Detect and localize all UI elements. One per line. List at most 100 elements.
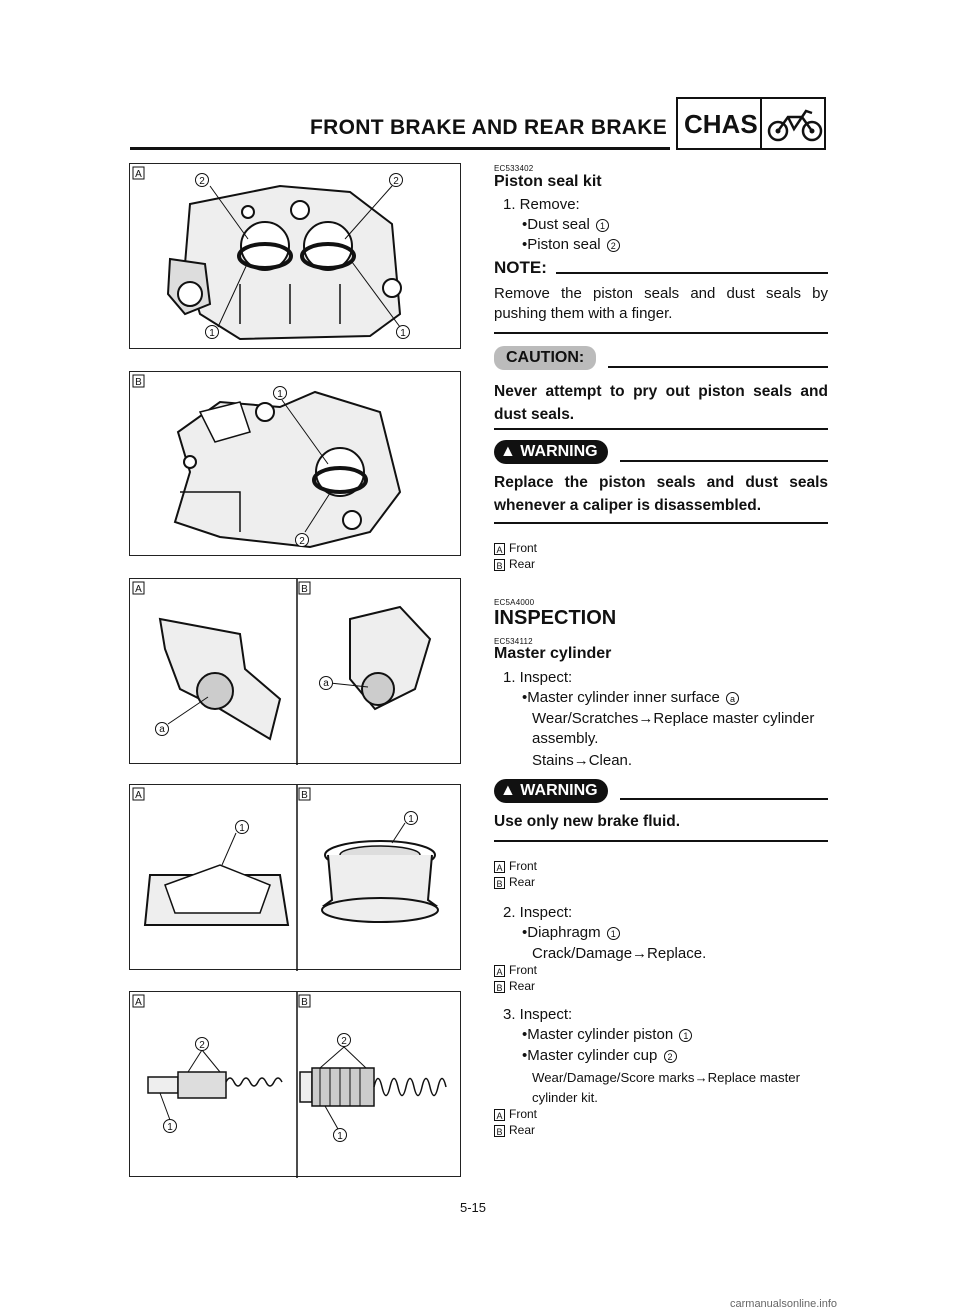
caution-label: CAUTION: [494, 346, 597, 370]
section-heading: Master cylinder [494, 645, 612, 662]
front-caliper-illustration: A 2 2 1 1 [132, 166, 410, 341]
section-code: EC5A4000 [494, 598, 535, 607]
item-text: Master cylinder cup [527, 1047, 658, 1064]
legend-text: Front [509, 859, 538, 873]
legend-key: B [494, 559, 505, 571]
fig1-callout: 1 [209, 328, 215, 339]
watermark: carmanualsonline.info [730, 1298, 838, 1310]
legend-key: A [494, 861, 505, 873]
legend-key: B [494, 1125, 505, 1137]
list-item: •Piston seal 2 [522, 235, 856, 255]
warning-box: ▲ WARNING [494, 779, 828, 803]
legend-item: A Front [494, 1107, 828, 1122]
item-text: Diaphragm [527, 924, 601, 941]
item-text: Master cylinder piston [527, 1026, 674, 1043]
callout-ref: 1 [606, 927, 620, 940]
result-text: Wear/Scratches→Replace master cylinder [532, 710, 815, 727]
warning-text: Use only new brake fluid. [494, 813, 681, 830]
fig4-label-a: A [135, 790, 142, 801]
figure-piston-cup: A B 2 1 2 1 [129, 991, 461, 1178]
warning-icon: ▲ [500, 443, 516, 460]
fig1-callout: 2 [199, 176, 205, 187]
fig5-callout: 2 [341, 1036, 347, 1047]
fig2-label-b: B [135, 377, 142, 388]
piston-cup-illustration: A B 2 1 2 1 [132, 992, 447, 1178]
page-number: 5-15 [460, 1200, 487, 1215]
fig1-callout: 1 [400, 328, 406, 339]
item-text: Dust seal [527, 216, 590, 233]
result-text: cylinder kit. [532, 1090, 598, 1105]
callout-ref: 1 [679, 1029, 693, 1042]
caution-rule [608, 366, 828, 368]
note-text: Remove the piston seals and dust seals b… [494, 285, 828, 322]
figure-front-caliper: A 2 2 1 1 [129, 163, 461, 349]
section-code: EC534112 [494, 637, 533, 646]
fig1-callout: 2 [393, 176, 399, 187]
fig3-callout: a [323, 678, 329, 689]
fig4-label-b: B [301, 790, 308, 801]
callout-ref: 2 [606, 239, 620, 252]
list-item: •Master cylinder inner surface a [522, 688, 856, 708]
fig5-callout: 2 [199, 1040, 205, 1051]
warning-end-rule [494, 840, 828, 842]
section-label: CHAS [684, 109, 758, 139]
note-rule [556, 272, 828, 274]
list-item: •Diaphragm 1 [522, 923, 856, 943]
callout-ref: 1 [595, 219, 609, 232]
section-divider [760, 99, 762, 148]
result-text: Stains→Clean. [532, 752, 633, 769]
diaphragm-illustration: A B 1 1 [132, 785, 439, 971]
legend-text: Rear [509, 875, 536, 889]
legend-key: A [494, 1109, 505, 1121]
header-rule [130, 147, 670, 150]
fig3-label-b: B [301, 584, 308, 595]
legend-text: Rear [509, 979, 536, 993]
legend-item: A Front [494, 859, 828, 874]
legend-key: B [494, 981, 505, 993]
section-title: INSPECTION [494, 607, 617, 629]
section-code: EC533402 [494, 164, 534, 173]
legend-text: Rear [509, 1123, 536, 1137]
step-text: 1. Inspect: [503, 669, 573, 686]
fig1-label-a: A [135, 169, 142, 180]
legend-text: Front [509, 1107, 538, 1121]
fig5-callout: 1 [167, 1122, 173, 1133]
page-title: FRONT BRAKE AND REAR BRAKE [310, 116, 668, 139]
warning-label-text: WARNING [520, 782, 598, 799]
warning-label: ▲ WARNING [494, 440, 608, 464]
step-text: 2. Inspect: [503, 904, 573, 921]
section-heading: Piston seal kit [494, 173, 602, 190]
caution-end-rule [494, 428, 828, 430]
fig3-callout: a [159, 724, 165, 735]
result-text: Crack/Damage→Replace. [532, 945, 707, 962]
legend-text: Front [509, 963, 538, 977]
legend-text: Front [509, 541, 538, 555]
fig4-callout: 1 [239, 823, 245, 834]
list-item: •Master cylinder cup 2 [522, 1046, 856, 1066]
fig4-callout: 1 [408, 814, 414, 825]
item-text: Piston seal [527, 236, 601, 253]
warning-box: ▲ WARNING [494, 440, 828, 464]
fig3-label-a: A [135, 584, 142, 595]
warning-end-rule [494, 522, 828, 524]
note-label: NOTE: [494, 258, 547, 277]
legend-item: B Rear [494, 1123, 828, 1138]
fig2-callout: 1 [277, 389, 283, 400]
list-item: •Dust seal 1 [522, 215, 856, 235]
warning-icon: ▲ [500, 782, 516, 799]
figure-master-cylinder-surface: A B a a [129, 578, 461, 765]
result-text: assembly. [532, 730, 599, 747]
item-text: Master cylinder inner surface [527, 689, 720, 706]
fig5-callout: 1 [337, 1131, 343, 1142]
note-end-rule [494, 332, 828, 334]
motorcycle-icon [767, 109, 823, 142]
fig5-label-a: A [135, 997, 142, 1008]
caution-text: Never attempt to pry out piston seals an… [494, 383, 828, 423]
fig2-callout: 2 [299, 536, 305, 547]
callout-ref: a [726, 692, 740, 705]
legend-key: A [494, 543, 505, 555]
master-cylinder-illustration: A B a a [132, 579, 432, 765]
legend-item: A Front [494, 541, 828, 556]
figure-diaphragm: A B 1 1 [129, 784, 461, 971]
